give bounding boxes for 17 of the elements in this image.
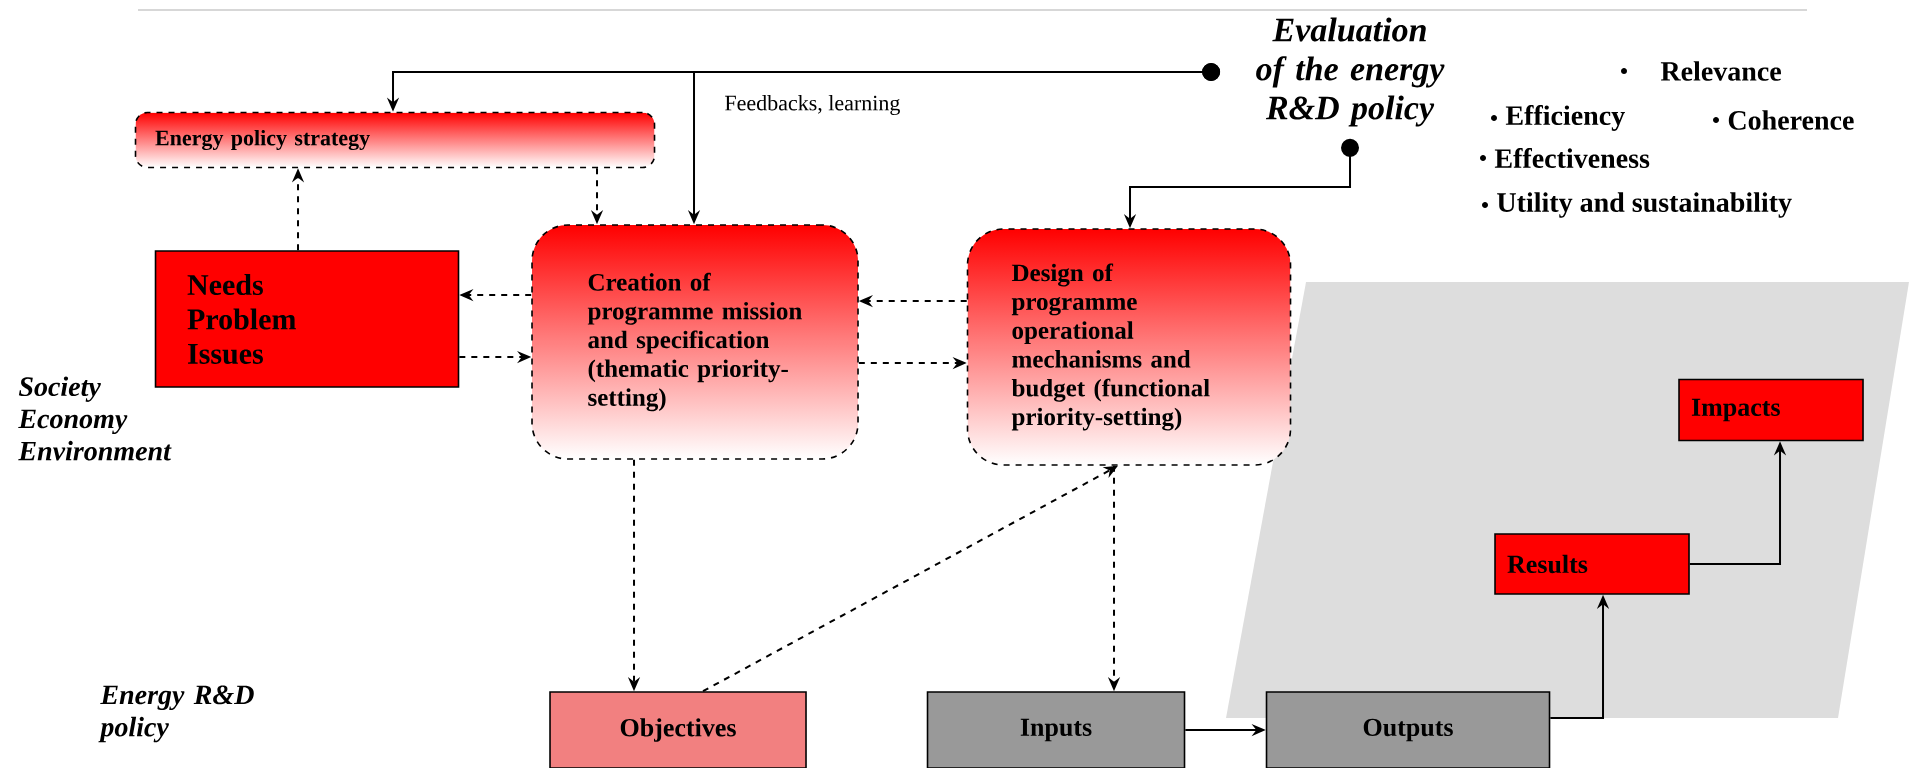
note-text: Utility and sustainability <box>1497 192 1792 218</box>
strategy-box: Energy policy strategy <box>134 111 656 169</box>
problem-box: Needs Problem Issues <box>154 250 460 388</box>
outputs-box: Outputs <box>1265 691 1551 768</box>
note-text: Relevance <box>1660 61 1781 81</box>
evaluation-heading: Evaluation of the energy R&D policy <box>1256 17 1445 127</box>
inputs-box: Inputs <box>926 691 1186 768</box>
results-box: Results <box>1494 533 1690 595</box>
objectives-box: Objectives <box>549 691 807 768</box>
process-box: Creation of programme mission and specification (thematic priority-setting) <box>531 224 859 460</box>
impacts-box: Impacts <box>1678 378 1864 442</box>
note-text: Energy R&D policy <box>98 685 254 743</box>
note-text: Coherence <box>1728 110 1854 130</box>
note-text: Efficiency <box>1505 105 1625 131</box>
note-text: Effectiveness <box>1494 148 1650 168</box>
process-box: Design of programme operational mechanisms and budget (functional priority-setting) <box>966 228 1292 466</box>
edge-label: Feedbacks, learning <box>722 93 903 117</box>
